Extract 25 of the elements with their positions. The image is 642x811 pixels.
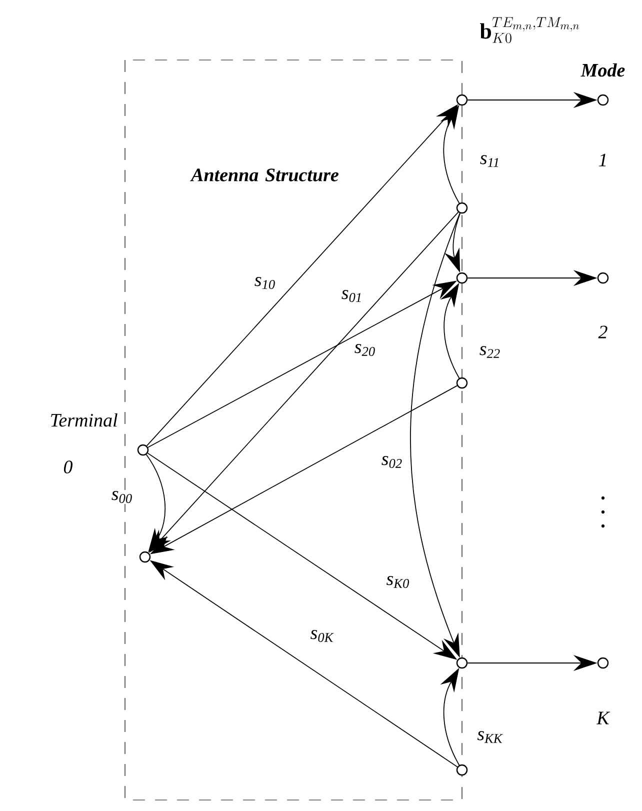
mode-heading: Mode bbox=[580, 63, 625, 77]
port-label: 0 bbox=[64, 460, 72, 474]
port-label: K bbox=[596, 712, 610, 724]
port-circle bbox=[456, 764, 468, 776]
port-label: 1 bbox=[598, 154, 606, 166]
port-label: Terminal bbox=[51, 413, 118, 427]
edge-label: s$_{KK}$ bbox=[476, 730, 504, 744]
port-formula: $\mathbf{b}_{K0}^{TE_{m,n},TM_{m,n}}$ bbox=[480, 17, 579, 44]
edge-label: s$_{20}$ bbox=[353, 343, 377, 357]
edge-label: s$_{10}$ bbox=[253, 276, 277, 290]
edge-label: s$_{K0}$ bbox=[385, 575, 411, 589]
edge-label: s$_{01}$ bbox=[340, 289, 364, 303]
port-circle bbox=[456, 377, 468, 389]
edge-label: s$_{02}$ bbox=[380, 455, 404, 469]
port-circle bbox=[456, 657, 468, 669]
port-label: 2 bbox=[598, 326, 608, 338]
port-circle bbox=[139, 551, 151, 563]
edge-label: s$_{11}$ bbox=[478, 154, 502, 168]
port-circle bbox=[456, 202, 468, 214]
edge-label: s$_{22}$ bbox=[478, 345, 502, 359]
structure-label: Antenna Structure bbox=[190, 168, 338, 182]
edge-label: s$_{00}$ bbox=[110, 490, 134, 504]
port-circle bbox=[456, 272, 468, 284]
edge-label: s$_{0K}$ bbox=[309, 629, 335, 643]
port-circle bbox=[456, 94, 468, 106]
